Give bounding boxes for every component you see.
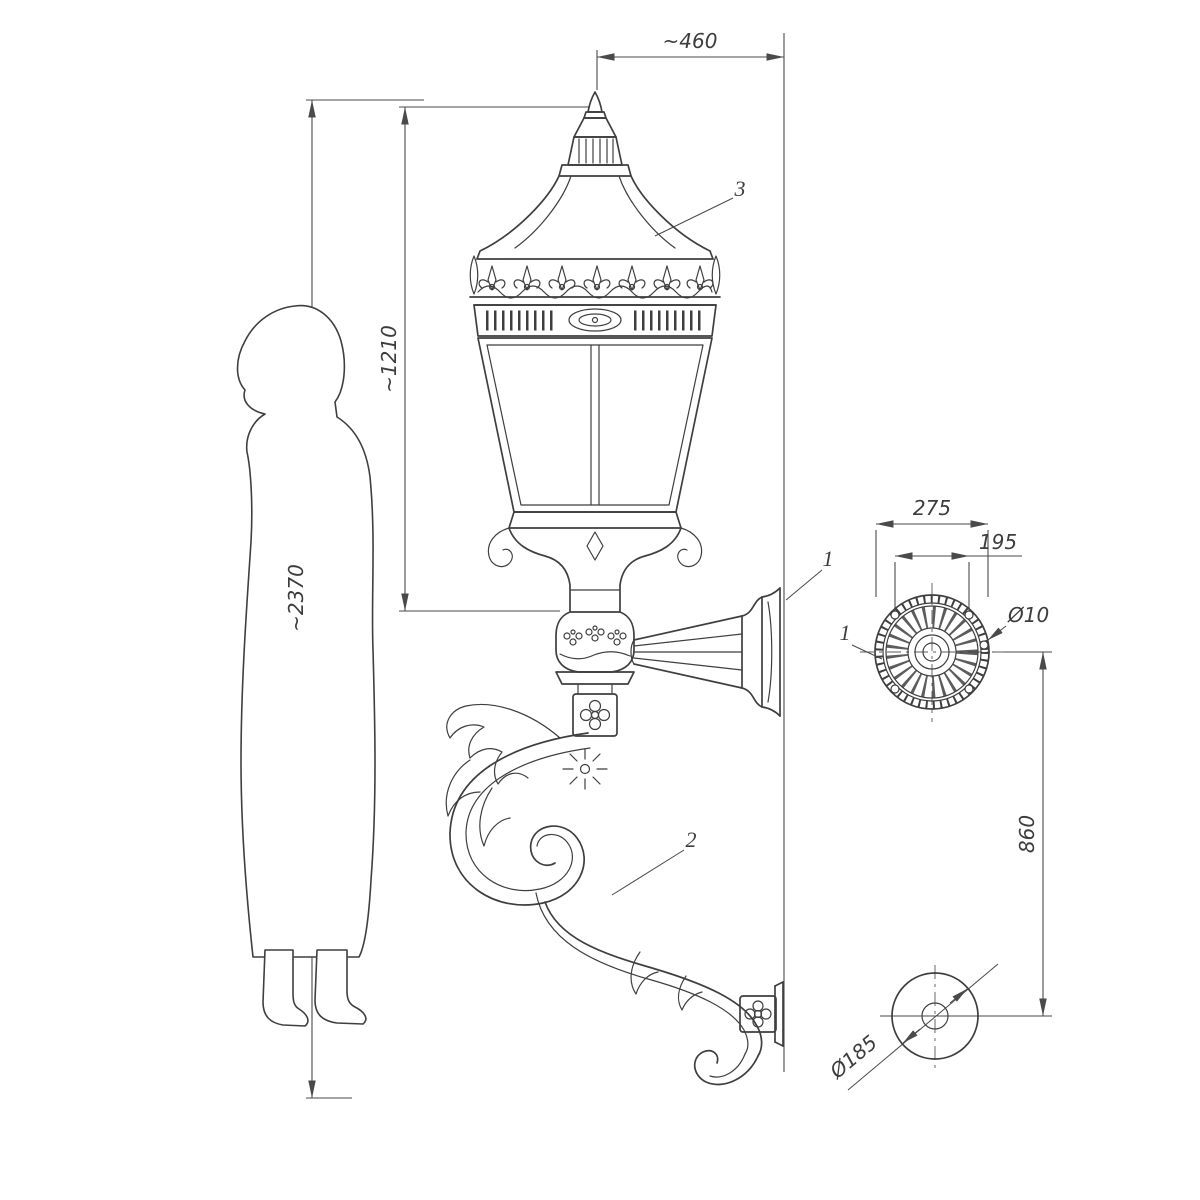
lantern-side-view bbox=[445, 91, 784, 1086]
dim-flange-outer: 275 bbox=[913, 496, 951, 520]
lantern-crown bbox=[469, 255, 721, 306]
flange-bolt-hole bbox=[979, 640, 989, 650]
silhouette-body bbox=[236, 304, 376, 958]
dim-flange-inner: 195 bbox=[979, 530, 1017, 554]
dim-overall-height: ~2370 bbox=[284, 564, 308, 632]
scroll-flower bbox=[562, 748, 608, 790]
stem-rosette bbox=[572, 693, 618, 737]
bottom-wall-mount bbox=[739, 981, 784, 1047]
collar-flowers bbox=[559, 625, 631, 660]
silhouette-front-foot bbox=[314, 949, 367, 1025]
dim-top-width: ~460 bbox=[663, 29, 718, 53]
part-label-bracket-arm: 2 bbox=[686, 827, 697, 852]
lantern-roof bbox=[476, 175, 714, 260]
lantern-base bbox=[487, 527, 703, 737]
dim-hole-diameter: Ø10 bbox=[1007, 603, 1049, 627]
lantern-finial bbox=[558, 91, 632, 177]
scroll-bracket bbox=[445, 703, 763, 1086]
dim-mount-spacing: 860 bbox=[1015, 815, 1039, 853]
dim-base-diameter: Ø185 bbox=[824, 1030, 881, 1084]
silhouette-back-foot bbox=[262, 949, 309, 1027]
dimension-lines bbox=[306, 33, 1052, 1099]
base-circle-view bbox=[891, 965, 979, 1068]
flange-front-view bbox=[860, 583, 1004, 722]
part-labels: 3 1 2 1 bbox=[611, 176, 883, 896]
part-label-flange-view: 1 bbox=[840, 620, 851, 645]
part-label-roof: 3 bbox=[734, 176, 746, 201]
lantern-top-band bbox=[473, 304, 717, 337]
wall-arm-and-plate bbox=[630, 587, 781, 717]
dim-lantern-height: ~1210 bbox=[377, 325, 401, 393]
part-label-wall-mount: 1 bbox=[823, 546, 834, 571]
human-silhouette bbox=[236, 304, 376, 1027]
lantern-glass-body bbox=[477, 337, 713, 529]
